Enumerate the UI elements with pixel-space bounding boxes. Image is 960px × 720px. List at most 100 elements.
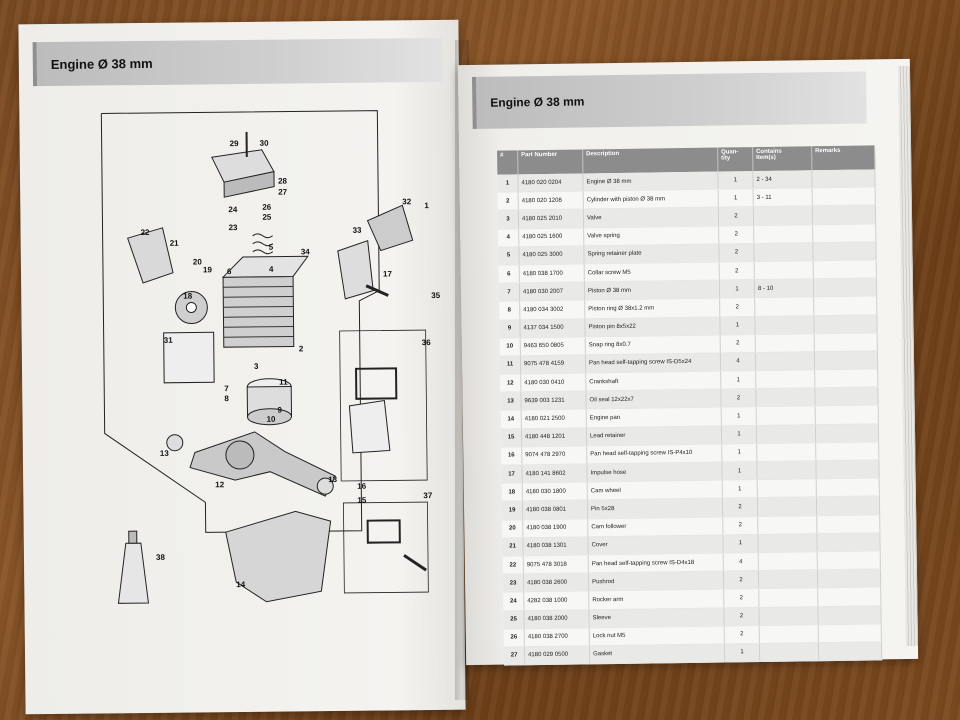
table-cell-qty: 2 bbox=[718, 225, 754, 244]
table-cell-remarks bbox=[816, 532, 881, 552]
table-cell-desc: Gasket bbox=[589, 643, 725, 664]
table-cell-part: 4180 025 1600 bbox=[518, 227, 584, 247]
table-cell-remarks bbox=[814, 368, 878, 388]
table-cell-desc: Cam follower bbox=[587, 516, 723, 537]
table-cell-contains bbox=[759, 642, 819, 662]
table-cell-qty: 1 bbox=[720, 370, 756, 390]
table-cell-part: 9074 478 2970 bbox=[521, 445, 587, 465]
table-cell-part: 4180 021 2500 bbox=[521, 409, 587, 429]
table-cell-qty: 1 bbox=[722, 479, 758, 499]
column-header-number: # bbox=[497, 150, 518, 175]
table-cell-num: 19 bbox=[501, 501, 523, 520]
table-cell-remarks bbox=[812, 187, 876, 207]
table-cell-remarks bbox=[815, 423, 879, 443]
table-cell-contains bbox=[755, 387, 816, 407]
svg-text:10: 10 bbox=[267, 415, 277, 424]
table-cell-contains bbox=[757, 478, 817, 498]
table-cell-part: 4180 038 2600 bbox=[523, 573, 589, 593]
table-cell-num: 15 bbox=[500, 428, 522, 447]
table-cell-part: 4180 020 1208 bbox=[518, 191, 584, 211]
table-cell-contains bbox=[755, 333, 815, 353]
table-cell-qty: 2 bbox=[719, 297, 755, 317]
table-cell-qty: 2 bbox=[723, 607, 760, 626]
table-cell-remarks bbox=[812, 241, 877, 261]
table-cell-num: 16 bbox=[501, 446, 522, 466]
table-cell-num: 3 bbox=[497, 210, 519, 229]
table-cell-num: 13 bbox=[500, 392, 522, 411]
svg-text:27: 27 bbox=[278, 188, 288, 197]
table-cell-desc: Lead retainer bbox=[586, 425, 722, 446]
svg-text:15: 15 bbox=[357, 496, 367, 505]
table-cell-remarks bbox=[813, 259, 877, 279]
svg-text:2: 2 bbox=[299, 344, 304, 353]
table-cell-num: 21 bbox=[502, 537, 524, 557]
table-cell-desc: Spring retainer plate bbox=[583, 243, 720, 264]
table-cell-contains: 3 - 11 bbox=[753, 187, 813, 207]
table-cell-part: 4180 025 2010 bbox=[518, 209, 584, 229]
svg-text:3: 3 bbox=[254, 362, 259, 371]
table-cell-desc: Piston pin 8x5x22 bbox=[584, 316, 721, 337]
table-cell-qty: 1 bbox=[721, 443, 757, 463]
svg-text:19: 19 bbox=[203, 265, 213, 274]
table-cell-remarks bbox=[813, 314, 878, 334]
table-cell-part: 4180 025 3000 bbox=[518, 245, 585, 265]
right-page-title: Engine Ø 38 mm bbox=[471, 71, 867, 129]
table-cell-qty: 2 bbox=[718, 243, 755, 262]
svg-text:18: 18 bbox=[183, 292, 193, 301]
table-cell-contains bbox=[758, 606, 819, 626]
table-cell-desc: Piston ring Ø 38x1.2 mm bbox=[584, 298, 720, 319]
table-cell-num: 1 bbox=[497, 174, 519, 193]
table-cell-qty: 2 bbox=[723, 588, 759, 608]
svg-text:26: 26 bbox=[262, 203, 272, 212]
svg-text:33: 33 bbox=[353, 226, 363, 235]
table-cell-contains: 2 - 34 bbox=[752, 170, 813, 189]
table-cell-num: 5 bbox=[498, 246, 520, 266]
table-cell-contains bbox=[753, 206, 813, 226]
table-cell-contains bbox=[758, 569, 818, 589]
table-cell-num: 25 bbox=[503, 610, 525, 629]
table-cell-qty: 2 bbox=[722, 497, 758, 517]
svg-text:36: 36 bbox=[422, 338, 432, 347]
table-cell-desc: Cam wheel bbox=[587, 480, 723, 501]
table-cell-desc: Pan head self-tapping screw IS-P4x10 bbox=[586, 443, 722, 464]
table-cell-remarks bbox=[811, 169, 876, 188]
table-cell-num: 23 bbox=[502, 573, 524, 593]
table-cell-remarks bbox=[816, 514, 880, 534]
parts-list-table: # Part Number Description Quan- tity Con… bbox=[497, 145, 882, 666]
column-header-contains-items: Contains Item(s) bbox=[752, 146, 812, 172]
table-cell-contains: 8 - 10 bbox=[754, 278, 814, 298]
table-cell-remarks bbox=[817, 605, 882, 625]
svg-text:6: 6 bbox=[227, 267, 232, 276]
table-cell-qty: 2 bbox=[720, 334, 756, 353]
table-cell-remarks bbox=[815, 459, 880, 479]
svg-text:13: 13 bbox=[328, 475, 338, 484]
table-cell-desc: Pushrod bbox=[588, 571, 724, 592]
table-cell-num: 11 bbox=[499, 355, 521, 375]
svg-text:32: 32 bbox=[402, 197, 412, 206]
table-cell-num: 4 bbox=[498, 228, 519, 247]
column-header-description: Description bbox=[582, 147, 718, 174]
table-cell-num: 2 bbox=[497, 192, 519, 211]
svg-text:35: 35 bbox=[431, 291, 441, 300]
table-cell-remarks bbox=[817, 550, 881, 570]
table-cell-num: 8 bbox=[499, 301, 520, 320]
svg-text:16: 16 bbox=[357, 482, 367, 491]
table-cell-part: 9639 003 1231 bbox=[520, 391, 587, 411]
table-cell-desc: Valve spring bbox=[583, 225, 719, 246]
table-cell-desc: Engine Ø 38 mm bbox=[582, 171, 719, 192]
table-cell-contains bbox=[754, 260, 814, 280]
table-cell-remarks bbox=[813, 296, 877, 316]
table-cell-contains bbox=[756, 406, 816, 426]
table-cell-part: 4180 038 1301 bbox=[522, 536, 589, 556]
table-cell-part: 4180 038 2000 bbox=[523, 609, 590, 629]
table-cell-remarks bbox=[815, 405, 879, 425]
svg-text:13: 13 bbox=[160, 449, 170, 458]
table-cell-part: 4180 038 1900 bbox=[522, 518, 588, 538]
table-cell-part: 4180 030 0410 bbox=[520, 372, 586, 393]
svg-text:9: 9 bbox=[277, 406, 282, 415]
table-cell-part: 4180 034 3002 bbox=[519, 300, 585, 320]
svg-text:22: 22 bbox=[141, 228, 151, 237]
table-cell-qty: 1 bbox=[724, 643, 760, 663]
table-cell-desc: Lock nut M5 bbox=[589, 625, 725, 646]
svg-text:37: 37 bbox=[423, 491, 433, 500]
